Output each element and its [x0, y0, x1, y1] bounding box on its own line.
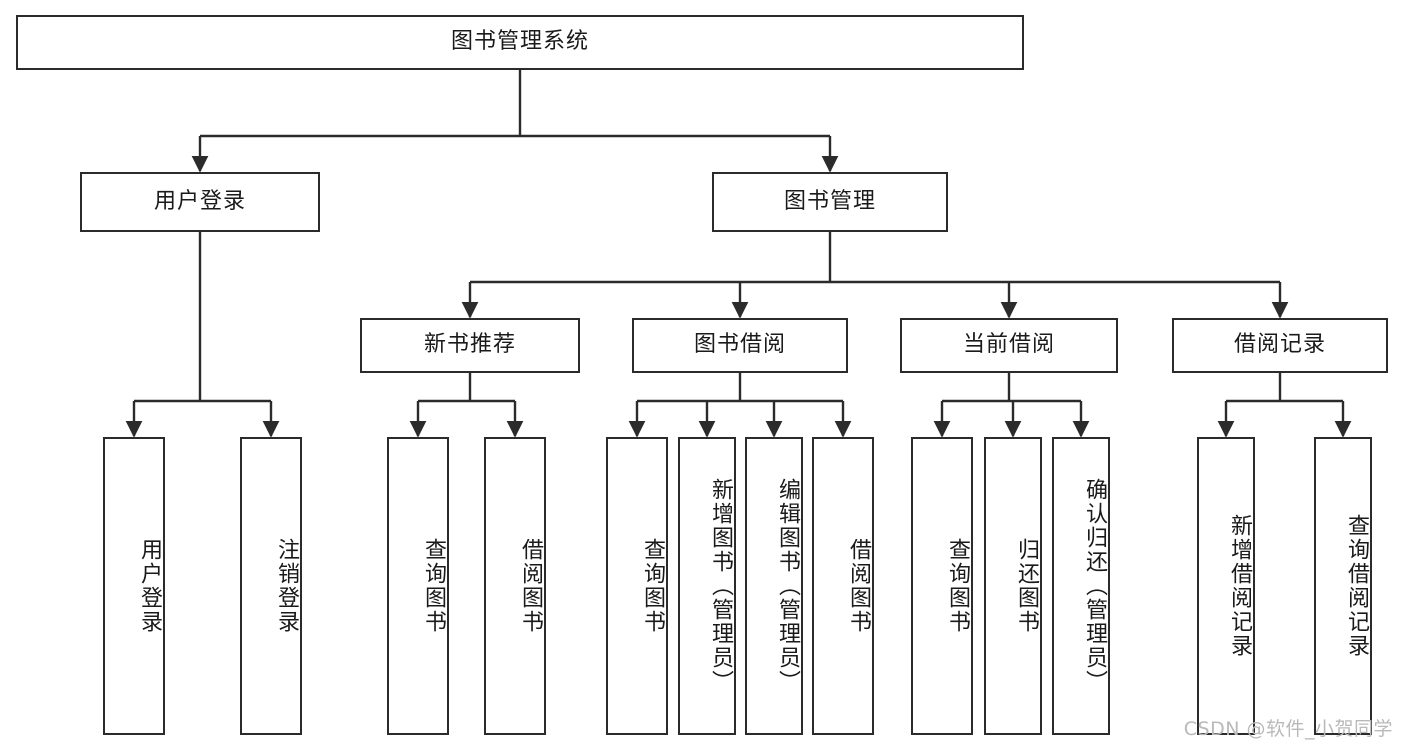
node-label: 查询图书 [945, 538, 970, 634]
node-label: 图书管理 [783, 188, 876, 214]
node-leaf-borrow-book-1[interactable]: 借阅图书 [484, 437, 546, 735]
node-leaf-confirm-return[interactable]: 确认归还（管理员） [1052, 437, 1110, 735]
node-label: 借阅图书 [518, 538, 543, 634]
node-label: 注销登录 [274, 538, 299, 634]
node-label: 查询图书 [421, 538, 446, 634]
node-leaf-query-book-1[interactable]: 查询图书 [387, 437, 449, 735]
node-leaf-user-login[interactable]: 用户登录 [103, 437, 165, 735]
node-leaf-user-logout[interactable]: 注销登录 [240, 437, 302, 735]
node-label: 新书推荐 [423, 332, 516, 358]
node-label: 查询图书 [640, 538, 665, 634]
node-label: 图书借阅 [693, 332, 786, 358]
node-label: 用户登录 [153, 188, 246, 214]
node-label: 确认归还（管理员） [1082, 478, 1107, 694]
node-leaf-query-record[interactable]: 查询借阅记录 [1314, 437, 1372, 735]
node-label: 借阅记录 [1233, 332, 1326, 358]
node-book-manage[interactable]: 图书管理 [712, 172, 948, 232]
node-new-book-rec[interactable]: 新书推荐 [360, 318, 580, 373]
node-leaf-query-book-3[interactable]: 查询图书 [911, 437, 973, 735]
node-label: 编辑图书（管理员） [775, 478, 800, 694]
node-label: 图书管理系统 [450, 29, 589, 55]
node-user-login[interactable]: 用户登录 [80, 172, 320, 232]
watermark-text: CSDN @软件_小贺同学 [1183, 718, 1393, 740]
node-label: 归还图书 [1014, 538, 1039, 634]
node-label: 新增图书（管理员） [708, 478, 733, 694]
node-leaf-borrow-book-2[interactable]: 借阅图书 [812, 437, 874, 735]
node-leaf-return-book[interactable]: 归还图书 [984, 437, 1042, 735]
node-label: 查询借阅记录 [1344, 514, 1369, 658]
node-label: 借阅图书 [846, 538, 871, 634]
node-leaf-add-record[interactable]: 新增借阅记录 [1197, 437, 1255, 735]
node-current-borrow[interactable]: 当前借阅 [900, 318, 1118, 373]
node-leaf-add-book[interactable]: 新增图书（管理员） [678, 437, 736, 735]
node-label: 用户登录 [137, 538, 162, 634]
node-label: 当前借阅 [962, 332, 1055, 358]
node-root[interactable]: 图书管理系统 [16, 15, 1024, 70]
node-borrow-record[interactable]: 借阅记录 [1172, 318, 1388, 373]
node-leaf-query-book-2[interactable]: 查询图书 [606, 437, 668, 735]
node-leaf-edit-book[interactable]: 编辑图书（管理员） [745, 437, 803, 735]
node-label: 新增借阅记录 [1227, 514, 1252, 658]
node-book-borrow[interactable]: 图书借阅 [632, 318, 848, 373]
